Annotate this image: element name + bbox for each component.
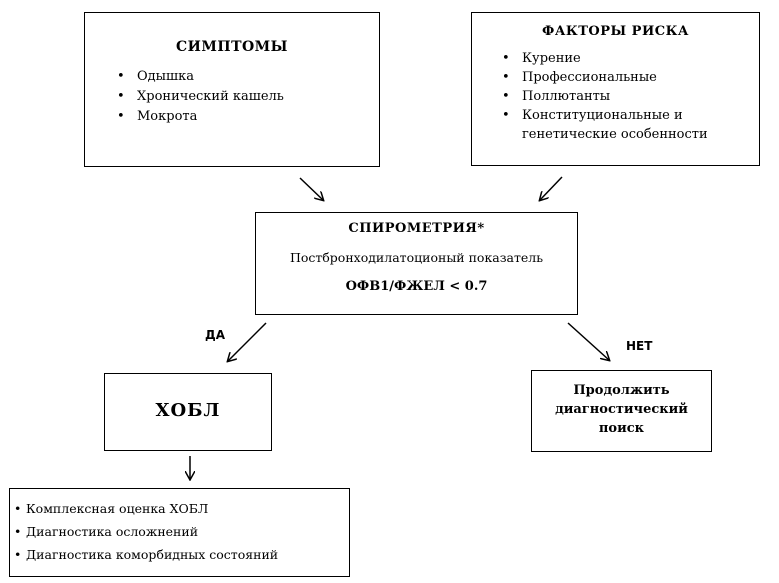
arrow-spirometry-to-copd — [228, 322, 267, 361]
symptoms-list: Одышка Хронический кашель Мокрота — [109, 67, 379, 127]
symptoms-title: СИМПТОМЫ — [175, 39, 289, 55]
risk-factor-item: Курение — [494, 49, 759, 68]
spirometry-formula: ОФВ1/ФЖЕЛ < 0.7 — [345, 279, 488, 294]
arrow-symptoms-to-spirometry — [299, 177, 323, 200]
copd-title: ХОБЛ — [155, 400, 221, 421]
risk-factors-title: ФАКТОРЫ РИСКА — [542, 24, 689, 39]
risk-factors-list: Курение Профессиональные Поллютанты Конс… — [494, 49, 759, 144]
copd-actions-box: Комплексная оценка ХОБЛ Диагностика осло… — [9, 488, 350, 577]
risk-factor-item: Конституциональные и генетические особен… — [494, 106, 759, 144]
risk-factor-item: Профессиональные — [494, 68, 759, 87]
spirometry-box: СПИРОМЕТРИЯ* Постбронходилатоционый пока… — [255, 212, 578, 315]
copd-action-item: Комплексная оценка ХОБЛ — [10, 497, 349, 520]
copd-box: ХОБЛ — [104, 373, 272, 451]
arrow-risk-to-spirometry — [540, 176, 563, 200]
copd-actions-list: Комплексная оценка ХОБЛ Диагностика осло… — [10, 497, 349, 566]
spirometry-title: СПИРОМЕТРИЯ* — [348, 221, 485, 236]
symptom-item: Мокрота — [109, 107, 379, 127]
symptoms-box: СИМПТОМЫ Одышка Хронический кашель Мокро… — [84, 12, 380, 167]
spirometry-subtitle: Постбронходилатоционый показатель — [289, 250, 544, 265]
arrow-spirometry-to-continue — [567, 322, 609, 360]
copd-action-item: Диагностика коморбидных состояний — [10, 543, 349, 566]
symptom-item: Одышка — [109, 67, 379, 87]
no-branch-label: НЕТ — [626, 339, 653, 353]
risk-factor-item: Поллютанты — [494, 87, 759, 106]
yes-branch-label: ДА — [205, 328, 225, 342]
continue-search-title: Продолжить диагностический поиск — [555, 383, 688, 436]
symptom-item: Хронический кашель — [109, 87, 379, 107]
risk-factors-box: ФАКТОРЫ РИСКА Курение Профессиональные П… — [471, 12, 760, 166]
continue-search-box: Продолжить диагностический поиск — [531, 370, 712, 452]
copd-action-item: Диагностика осложнений — [10, 520, 349, 543]
